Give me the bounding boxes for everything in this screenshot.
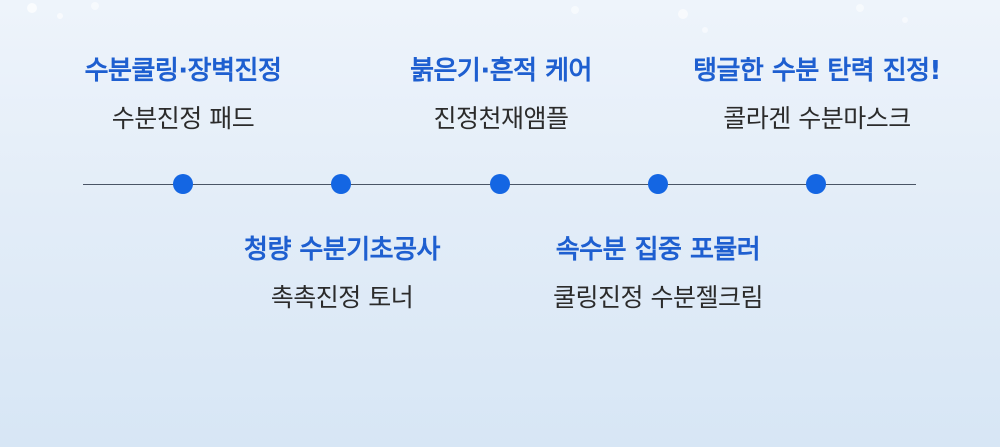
timeline-dot bbox=[490, 174, 510, 194]
feature-item-toner: 청량 수분기초공사 촉촉진정 토너 bbox=[182, 233, 502, 315]
feature-item-cooling-pad: 수분쿨링·장벽진정 수분진정 패드 bbox=[23, 54, 343, 136]
feature-item-mask: 탱글한 수분 탄력 진정! 콜라겐 수분마스크 bbox=[657, 54, 977, 136]
timeline-dot bbox=[173, 174, 193, 194]
feature-headline: 수분쿨링·장벽진정 bbox=[84, 56, 282, 86]
water-droplets-decoration bbox=[27, 2, 908, 33]
product-name: 촉촉진정 토너 bbox=[270, 283, 414, 312]
feature-item-gel-cream: 속수분 집중 포뮬러 쿨링진정 수분젤크림 bbox=[498, 233, 818, 315]
feature-headline: 탱글한 수분 탄력 진정! bbox=[693, 56, 941, 86]
product-name: 콜라겐 수분마스크 bbox=[723, 104, 911, 133]
feature-headline: 붉은기·흔적 케어 bbox=[410, 56, 592, 86]
feature-item-ampoule: 붉은기·흔적 케어 진정천재앰플 bbox=[341, 54, 661, 136]
product-name: 진정천재앰플 bbox=[433, 104, 569, 133]
product-name: 수분진정 패드 bbox=[111, 104, 255, 133]
timeline-dot bbox=[331, 174, 351, 194]
feature-headline: 속수분 집중 포뮬러 bbox=[555, 235, 761, 265]
timeline-dot bbox=[648, 174, 668, 194]
feature-headline: 청량 수분기초공사 bbox=[244, 235, 440, 265]
timeline-dot bbox=[806, 174, 826, 194]
product-name: 쿨링진정 수분젤크림 bbox=[553, 283, 763, 312]
